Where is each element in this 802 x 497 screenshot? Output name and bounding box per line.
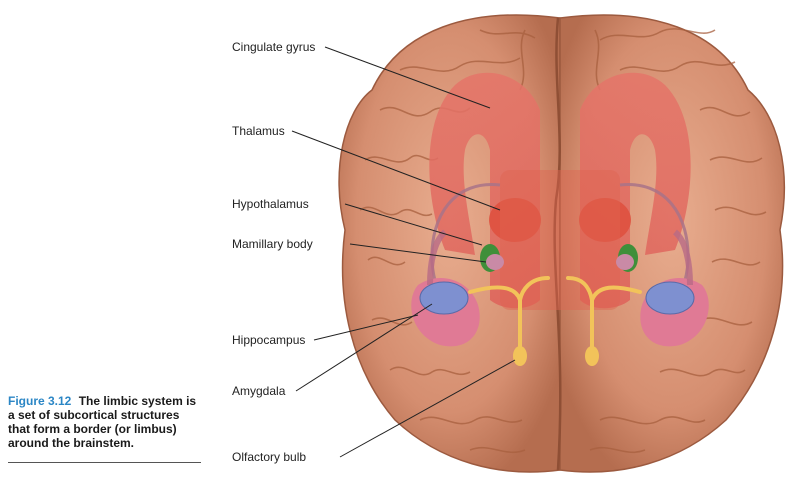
cingulate-gyrus-right xyxy=(580,72,691,309)
olfactory-bulb-right xyxy=(585,346,599,366)
leader-thalamus xyxy=(291,130,501,211)
label-olfactory-bulb: Olfactory bulb xyxy=(232,450,307,464)
label-amygdala: Amygdala xyxy=(232,384,286,398)
label-cingulate-gyrus: Cingulate gyrus xyxy=(232,40,316,54)
thalamus-left xyxy=(489,198,541,242)
thalamus xyxy=(489,170,631,310)
amygdala-right xyxy=(645,281,695,315)
brainstem-column xyxy=(500,170,620,310)
label-thalamus: Thalamus xyxy=(232,124,285,138)
mamillary-body xyxy=(480,244,638,272)
cingulate-gyrus xyxy=(429,72,691,309)
leader-hypothalamus xyxy=(344,203,483,246)
leader-hippocampus xyxy=(313,314,419,341)
figure-caption-text: The limbic system is a set of subcortica… xyxy=(8,394,197,450)
cortical-sulci xyxy=(359,28,767,454)
thalamus-right xyxy=(579,198,631,242)
leader-mamillary-body xyxy=(349,243,487,263)
leader-olfactory-bulb xyxy=(339,359,516,458)
leader-lines xyxy=(291,46,516,458)
amygdala xyxy=(419,281,695,315)
caption-divider xyxy=(8,462,201,463)
mamillary-left xyxy=(486,254,504,270)
olfactory-tract xyxy=(468,276,642,352)
olfactory-bulb-left xyxy=(513,346,527,366)
label-hippocampus: Hippocampus xyxy=(232,333,306,347)
amygdala-left xyxy=(419,281,469,315)
figure-caption: Figure 3.12 The limbic system is a set o… xyxy=(8,394,204,450)
olfactory-bulb xyxy=(513,346,599,366)
leader-amygdala xyxy=(295,303,433,392)
label-mamillary-body: Mamillary body xyxy=(232,237,313,251)
mamillary-right xyxy=(616,254,634,270)
leader-cingulate-gyrus xyxy=(324,46,491,109)
label-hypothalamus: Hypothalamus xyxy=(232,197,309,211)
cingulate-gyrus-left xyxy=(429,72,540,309)
figure-number: Figure 3.12 xyxy=(8,394,72,408)
longitudinal-fissure xyxy=(553,17,562,471)
